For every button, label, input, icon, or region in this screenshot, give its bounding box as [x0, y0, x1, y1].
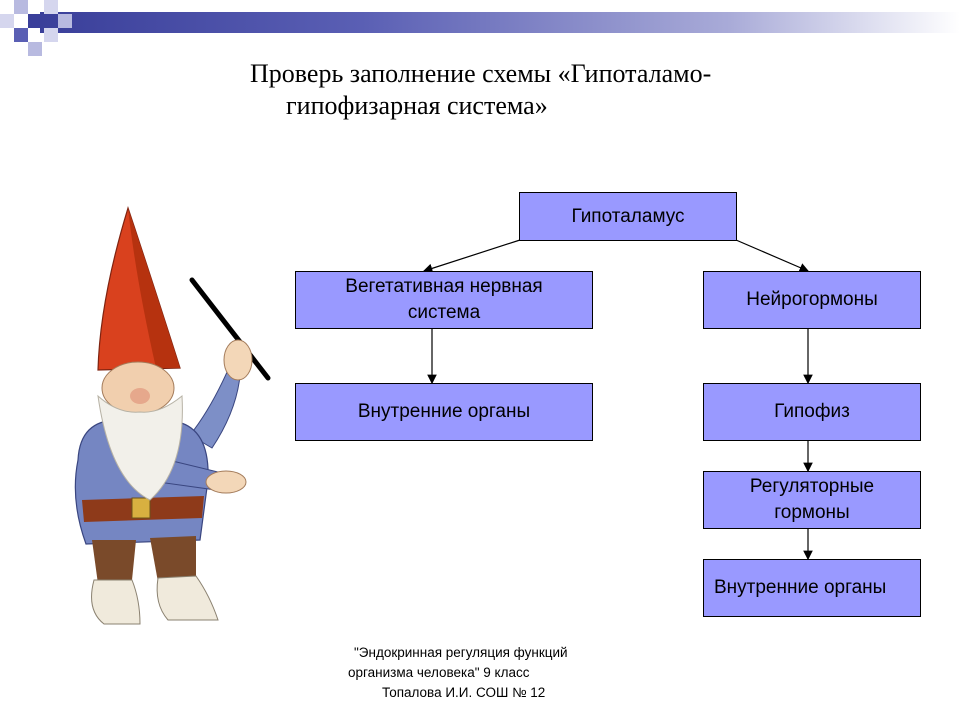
- box-label: Регуляторные: [749, 476, 875, 497]
- slide-footer: "Эндокринная регуляция функций организма…: [348, 643, 648, 703]
- box-label: система: [407, 302, 481, 323]
- footer-line: Топалова И.И. СОШ № 12: [382, 685, 546, 700]
- footer-line: "Эндокринная регуляция функций: [354, 645, 568, 660]
- box-hypothalamus: Гипоталамус: [519, 192, 737, 241]
- box-internal-organs-left: Внутренние органы: [295, 383, 593, 441]
- box-label: Вегетативная нервная: [345, 276, 543, 297]
- header-square-decoration: [0, 14, 14, 28]
- slide-title: Проверь заполнение схемы «Гипоталамо- ги…: [250, 58, 890, 122]
- arrow-hypothalamus-to-neurohormones: [735, 239, 810, 273]
- footer-line: организма человека" 9 класс: [348, 665, 530, 680]
- box-regulatory-hormones: Регуляторные гормоны: [703, 471, 921, 529]
- header-square-decoration: [58, 14, 72, 28]
- header-gradient-bar: [40, 12, 960, 33]
- box-label: Гипофиз: [774, 401, 850, 422]
- slide-title-line: Проверь заполнение схемы «Гипоталамо-: [250, 59, 712, 88]
- box-pituitary: Гипофиз: [703, 383, 921, 441]
- header-square-decoration: [28, 14, 42, 28]
- box-label: Нейрогормоны: [746, 289, 878, 310]
- box-label: гормоны: [774, 502, 850, 523]
- gnome-with-pointer-illustration: [74, 206, 271, 625]
- header-square-decoration: [14, 0, 28, 14]
- box-label: Внутренние органы: [357, 401, 531, 422]
- header-square-decoration: [14, 28, 28, 42]
- header-square-decoration: [44, 28, 58, 42]
- box-neurohormones: Нейрогормоны: [703, 271, 921, 329]
- box-label: Гипоталамус: [571, 205, 685, 227]
- header-square-decoration: [44, 0, 58, 14]
- header-square-decoration: [28, 42, 42, 56]
- box-internal-organs-right: Внутренние органы: [703, 559, 921, 617]
- box-label: Внутренние органы: [714, 577, 887, 598]
- box-autonomic-nervous-system: Вегетативная нервная система: [295, 271, 593, 329]
- slide-title-line: гипофизарная система»: [286, 91, 548, 120]
- arrow-hypothalamus-to-ans: [422, 239, 521, 273]
